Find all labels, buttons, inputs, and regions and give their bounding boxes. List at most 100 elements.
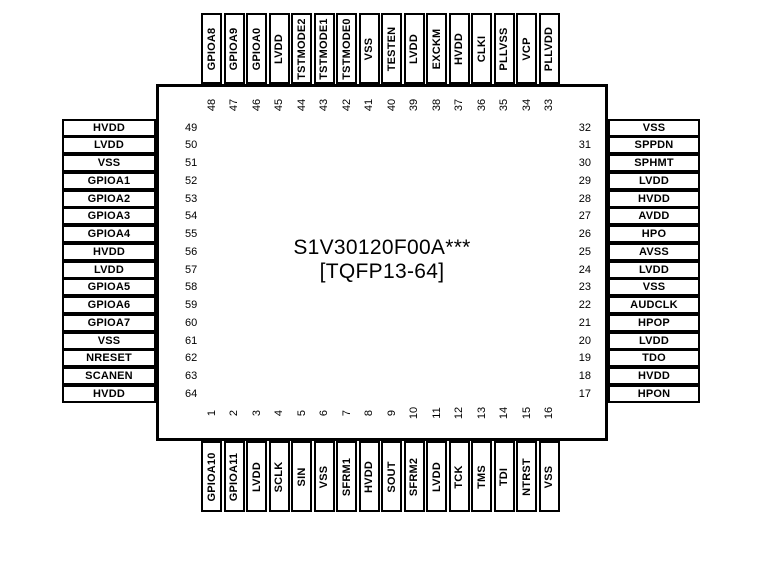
pin-22-number: 22: [578, 299, 591, 311]
pin-43-box: TSTMODE1: [313, 13, 335, 84]
pin-33-number: 33: [543, 98, 555, 112]
pin-60-number: 60: [185, 316, 198, 329]
pin-22-label: AUDCLK: [630, 299, 678, 311]
pin-44-label: TSTMODE2: [295, 17, 308, 80]
pin-18-number: 18: [578, 370, 591, 382]
pin-29-number: 29: [578, 174, 591, 187]
pin-2-label: GPIOA11: [228, 452, 240, 501]
pin-24-box: LVDD: [608, 260, 700, 279]
pin-31-box: SPPDN: [608, 136, 700, 155]
pin-29-box: LVDD: [608, 171, 700, 190]
pin-14-number: 14: [498, 406, 510, 420]
pin-15-number: 15: [520, 406, 533, 420]
pin-9-label: SOUT: [385, 460, 398, 493]
pin-61-label: VSS: [97, 334, 121, 347]
pin-24-label: LVDD: [639, 263, 669, 276]
pin-54-label: GPIOA3: [87, 210, 131, 223]
pin-3-box: LVDD: [246, 441, 267, 512]
pin-49-label: HVDD: [93, 121, 125, 134]
pin-63-number: 63: [185, 370, 198, 382]
pin-7-box: SFRM1: [336, 441, 357, 512]
pin-11-label: LVDD: [430, 461, 443, 492]
pin-57-number: 57: [185, 263, 198, 276]
pin-41-box: VSS: [358, 13, 380, 84]
pin-28-number: 28: [578, 192, 591, 205]
pin-15-label: NTRST: [520, 457, 533, 496]
pin-30-label: SPHMT: [634, 157, 674, 169]
pin-2-number: 2: [228, 409, 240, 417]
pin-3-number: 3: [250, 409, 263, 417]
pin-26-box: HPO: [608, 225, 700, 243]
pin-25-number: 25: [578, 245, 591, 258]
pin-17-box: HPON: [608, 384, 700, 403]
pin-60-label: GPIOA7: [87, 316, 131, 329]
pin-59-label: GPIOA6: [87, 299, 131, 311]
pin-16-label: VSS: [543, 465, 555, 488]
pin-23-box: VSS: [608, 278, 700, 297]
pin-40-number: 40: [385, 98, 398, 112]
pin-21-box: HPOP: [608, 313, 700, 332]
pin-4-label: SCLK: [273, 461, 285, 492]
pin-28-label: HVDD: [638, 192, 670, 205]
pin-35-box: PLLVSS: [493, 13, 515, 84]
pin-51-box: VSS: [62, 154, 156, 172]
pin-37-label: HVDD: [453, 32, 465, 65]
pin-38-box: EXCKM: [426, 13, 447, 84]
pin-58-number: 58: [185, 281, 198, 294]
pin-35-number: 35: [498, 98, 510, 112]
pin-21-number: 21: [578, 316, 591, 329]
pin-27-number: 27: [578, 210, 591, 223]
pin-4-number: 4: [273, 409, 285, 417]
pin-55-label: GPIOA4: [87, 228, 131, 240]
pin-47-box: GPIOA9: [223, 13, 245, 84]
pin-38-label: EXCKM: [430, 28, 443, 69]
pin-48-number: 48: [205, 98, 218, 112]
pin-29-label: LVDD: [639, 174, 669, 187]
pin-15-box: NTRST: [516, 441, 537, 512]
pin-62-box: NRESET: [62, 349, 156, 368]
pin-22-box: AUDCLK: [608, 296, 700, 314]
pin-42-number: 42: [340, 98, 353, 112]
pin-45-number: 45: [273, 98, 285, 112]
pin-45-label: LVDD: [273, 33, 285, 64]
pin-42-box: TSTMODE0: [336, 13, 357, 84]
pin-19-label: TDO: [642, 352, 666, 365]
pin-39-box: LVDD: [403, 13, 425, 84]
pin-40-box: TESTEN: [381, 13, 402, 84]
pin-58-box: GPIOA5: [62, 278, 156, 297]
pin-30-box: SPHMT: [608, 154, 700, 172]
pin-39-label: LVDD: [408, 33, 420, 64]
pin-23-number: 23: [578, 281, 591, 294]
pin-44-number: 44: [295, 98, 308, 112]
pin-14-box: TDI: [493, 441, 515, 512]
pin-31-label: SPPDN: [634, 139, 674, 152]
pin-64-number: 64: [185, 387, 198, 400]
pin-34-number: 34: [520, 98, 533, 112]
pin-13-box: TMS: [471, 441, 492, 512]
pin-42-label: TSTMODE0: [340, 17, 353, 80]
pin-55-number: 55: [185, 228, 198, 240]
pin-4-box: SCLK: [268, 441, 290, 512]
pin-63-label: SCANEN: [85, 370, 133, 382]
pin-46-label: GPIOA0: [250, 27, 263, 70]
pin-34-box: VCP: [516, 13, 537, 84]
pin-27-box: AVDD: [608, 207, 700, 226]
pin-36-number: 36: [475, 98, 488, 112]
pin-12-box: TCK: [448, 441, 470, 512]
pin-43-label: TSTMODE1: [318, 17, 330, 80]
pin-55-box: GPIOA4: [62, 225, 156, 243]
pin-60-box: GPIOA7: [62, 313, 156, 332]
pin-53-box: GPIOA2: [62, 189, 156, 208]
pin-18-label: HVDD: [638, 370, 670, 382]
pin-26-label: HPO: [641, 228, 667, 240]
pin-56-number: 56: [185, 245, 198, 258]
pin-40-label: TESTEN: [385, 26, 398, 71]
chip-body: S1V30120F00A*** [TQFP13-64]: [156, 84, 608, 441]
pin-26-number: 26: [578, 228, 591, 240]
pin-16-number: 16: [543, 406, 555, 420]
pin-37-box: HVDD: [448, 13, 470, 84]
pin-1-number: 1: [205, 409, 218, 417]
pin-57-label: LVDD: [94, 263, 124, 276]
chip-center-label: S1V30120F00A*** [TQFP13-64]: [159, 236, 605, 284]
pin-31-number: 31: [578, 139, 591, 152]
